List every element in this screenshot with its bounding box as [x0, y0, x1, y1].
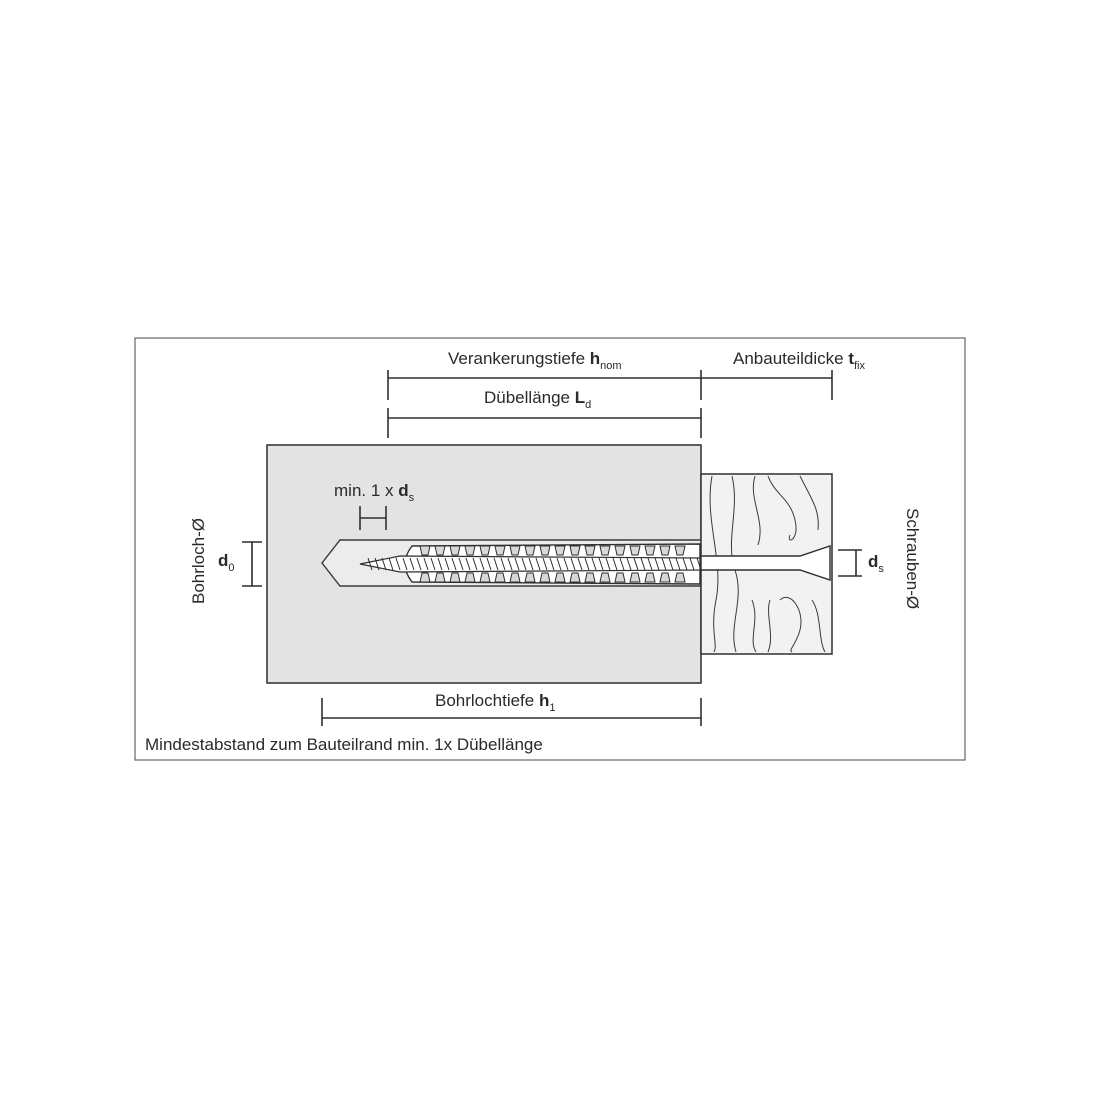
- screw-thread: [465, 557, 471, 571]
- screw-thread: [388, 557, 394, 571]
- screw-thread: [626, 557, 632, 571]
- screw-thread: [570, 557, 576, 571]
- screw-thread: [647, 557, 653, 571]
- plug-rib: [584, 545, 596, 583]
- screw-thread: [381, 557, 387, 571]
- plug-length-label: Dübellänge Ld: [484, 388, 591, 411]
- plug-rib: [659, 545, 671, 583]
- screw-thread: [675, 557, 681, 571]
- screw-thread: [528, 557, 534, 571]
- d0-symbol: d0: [218, 551, 235, 574]
- screw-thread: [619, 557, 625, 571]
- edge-distance-note: Mindestabstand zum Bauteilrand min. 1x D…: [145, 735, 543, 754]
- plug-rib: [449, 545, 461, 583]
- screw-thread: [668, 557, 674, 571]
- plug-rib: [479, 545, 491, 583]
- screw: [359, 555, 702, 573]
- plug-rib: [569, 545, 581, 583]
- screw-thread: [472, 557, 478, 571]
- screw-thread: [682, 557, 688, 571]
- plug-rib: [539, 545, 551, 583]
- anchorage-depth-label: Verankerungstiefe hnom: [448, 349, 622, 372]
- screw-thread: [374, 557, 380, 571]
- screw-thread: [535, 557, 541, 571]
- screw-thread: [696, 557, 702, 571]
- screw-thread: [612, 557, 618, 571]
- screw-thread: [402, 557, 408, 571]
- screw-thread: [514, 557, 520, 571]
- min-distance-label: min. 1 x ds: [334, 481, 415, 504]
- screw-thread: [500, 557, 506, 571]
- screw-thread: [605, 557, 611, 571]
- plug-rib: [674, 545, 686, 583]
- drill-hole-diameter-label: Bohrloch-Ø: [189, 518, 208, 604]
- screw-thread: [598, 557, 604, 571]
- screw-thread: [486, 557, 492, 571]
- screw-thread: [591, 557, 597, 571]
- screw-thread: [542, 557, 548, 571]
- drill-depth-label: Bohrlochtiefe h1: [435, 691, 555, 714]
- plug-rib: [629, 545, 641, 583]
- plug-rib: [419, 545, 431, 583]
- screw-thread: [640, 557, 646, 571]
- screw-thread: [633, 557, 639, 571]
- screw-diameter-label: Schrauben-Ø: [903, 508, 922, 609]
- screw-thread: [416, 557, 422, 571]
- screw-thread: [479, 557, 485, 571]
- plug-rib: [554, 545, 566, 583]
- screw-thread: [430, 557, 436, 571]
- plug-rib: [644, 545, 656, 583]
- screw-thread: [493, 557, 499, 571]
- fixture-thickness-label: Anbauteildicke tfix: [733, 349, 865, 372]
- plug-rib: [524, 545, 536, 583]
- plug-rib: [509, 545, 521, 583]
- screw-thread: [458, 557, 464, 571]
- screw-thread: [395, 557, 401, 571]
- plug-rib: [599, 545, 611, 583]
- screw-thread: [409, 557, 415, 571]
- screw-thread: [577, 557, 583, 571]
- screw-thread: [444, 557, 450, 571]
- screw-thread: [689, 557, 695, 571]
- ds-symbol: ds: [868, 552, 884, 575]
- plug-rib: [614, 545, 626, 583]
- screw-thread: [556, 557, 562, 571]
- plug-rib: [434, 545, 446, 583]
- screw-thread: [423, 557, 429, 571]
- screw-thread: [367, 557, 373, 571]
- screw-thread: [437, 557, 443, 571]
- screw-thread: [507, 557, 513, 571]
- screw-thread: [521, 557, 527, 571]
- screw-thread: [451, 557, 457, 571]
- plug-rib: [464, 545, 476, 583]
- plug-rib: [494, 545, 506, 583]
- screw-thread: [584, 557, 590, 571]
- screw-thread: [654, 557, 660, 571]
- screw-thread: [661, 557, 667, 571]
- screw-thread: [549, 557, 555, 571]
- screw-thread: [563, 557, 569, 571]
